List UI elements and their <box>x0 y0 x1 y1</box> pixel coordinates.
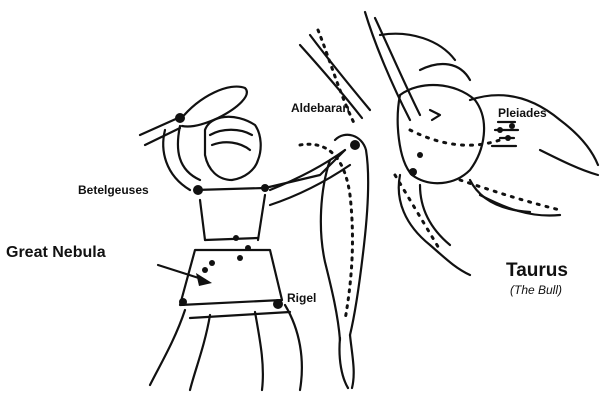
label-pleiades: Pleiades <box>498 107 547 119</box>
label-rigel: Rigel <box>287 292 316 304</box>
label-taurus: Taurus <box>506 261 568 280</box>
label-great-nebula: Great Nebula <box>6 245 106 261</box>
orion-figure <box>140 87 368 390</box>
label-the-bull: (The Bull) <box>510 284 562 296</box>
label-betelgeuses: Betelgeuses <box>78 184 149 196</box>
taurus-figure <box>300 12 598 275</box>
label-aldebaran: Aldebaran <box>291 102 350 114</box>
